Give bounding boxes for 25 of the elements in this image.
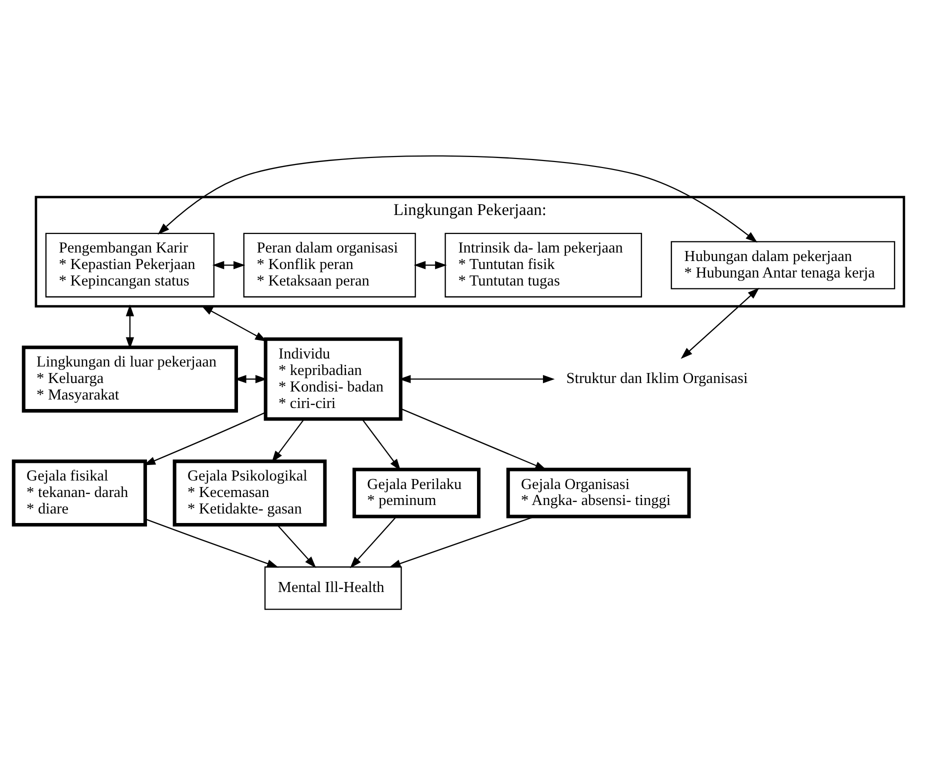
node-box: Intrinsik da- lam pekerjaan * Tuntutan fisik * Tuntutan tugas: [444, 232, 642, 298]
arrow: [388, 516, 535, 568]
node-box: Hubungan dalam pekerjaan * Hubungan Antar tenaga kerja: [670, 241, 896, 290]
node-box: Individu * kepribadian * Kondisi- badan * ciri-ciri: [264, 337, 402, 421]
arrow: [126, 304, 134, 349]
arrow: [277, 524, 316, 568]
node-box: Gejala Psikologikal * Kecemasan * Ketidakte- gasan: [172, 460, 327, 526]
node-box: Peran dalam organisasi * Konflik peran * Ketaksaan peran: [243, 232, 416, 298]
arrow: [201, 305, 267, 342]
arrow: [158, 155, 758, 243]
node-box: Pengembangan Karir * Kepastian Pekerjaan * Kepincangan status: [45, 232, 214, 298]
arrow: [350, 516, 397, 568]
node-box: Gejala Organisasi * Angka- absensi- tinggi: [506, 468, 691, 518]
node-box: Lingkungan di luar pekerjaan * Keluarga * Masyarakat: [22, 346, 238, 413]
arrow: [680, 288, 760, 359]
node-box: Gejala fisikal * tekanan- darah * diare: [12, 460, 147, 526]
node-box: Mental Ill-Health: [264, 566, 402, 610]
arrow: [144, 412, 266, 466]
arrow: [414, 261, 447, 270]
node-text: Struktur dan Iklim Organisasi: [566, 370, 748, 388]
arrow: [145, 518, 279, 568]
arrow: [212, 261, 246, 270]
arrow: [400, 408, 547, 470]
node-box: Gejala Perilaku * peminum: [352, 468, 481, 518]
arrow: [362, 418, 401, 471]
